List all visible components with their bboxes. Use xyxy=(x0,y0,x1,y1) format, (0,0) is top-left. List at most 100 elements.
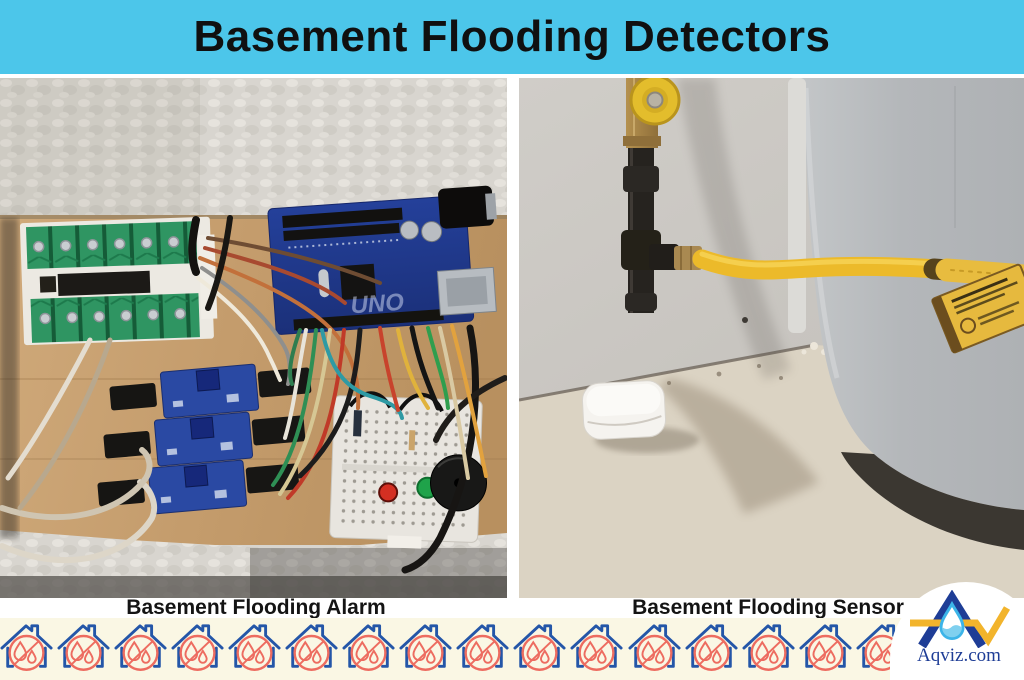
flooding-sensor-scene xyxy=(519,78,1024,598)
house-roof xyxy=(171,624,224,650)
crumbled-concrete xyxy=(801,342,827,355)
no-slash xyxy=(641,640,668,666)
house-flood-icon xyxy=(399,621,453,677)
house-right-wall xyxy=(552,646,561,668)
water-drop xyxy=(26,649,37,664)
sensor-modules xyxy=(97,363,312,515)
house-left-wall xyxy=(63,646,72,668)
house-right-wall xyxy=(666,646,675,668)
red-led xyxy=(378,482,399,503)
no-slash xyxy=(526,640,553,666)
house-flood-icon xyxy=(627,621,682,677)
house-right-wall xyxy=(609,646,618,668)
photo-row: UNO xyxy=(0,74,1024,598)
house-roof xyxy=(513,624,566,650)
house-left-wall xyxy=(348,646,357,668)
house-left-wall xyxy=(177,646,186,668)
svg-text:UNO: UNO xyxy=(350,289,405,320)
gas-pipe xyxy=(621,78,702,313)
house-left-wall xyxy=(633,646,642,668)
no-slash xyxy=(13,640,40,666)
house-flood-icon xyxy=(0,621,54,677)
no-slash xyxy=(812,640,839,666)
no-slash xyxy=(583,640,611,666)
photo-flooding-sensor xyxy=(519,78,1024,598)
sensor-lid-seam xyxy=(587,415,662,426)
logo-water-fill xyxy=(941,625,962,638)
house-right-wall xyxy=(837,646,846,668)
no-slash xyxy=(755,640,782,666)
potentiometer xyxy=(183,464,209,488)
house-left-wall xyxy=(747,646,756,668)
house-flood-icon xyxy=(742,621,796,677)
aqviz-logo xyxy=(910,590,1011,648)
water-drop xyxy=(84,649,94,664)
warning-tag xyxy=(931,263,1024,354)
potentiometer xyxy=(195,368,221,392)
house-flood-icon xyxy=(456,621,510,677)
house-roof xyxy=(399,624,452,650)
white-pipe xyxy=(788,78,806,333)
house-roof xyxy=(742,624,795,650)
house-flood-icon xyxy=(285,621,339,677)
house-left-wall xyxy=(120,646,129,668)
no-slash xyxy=(355,640,382,666)
water-drop xyxy=(654,649,665,664)
no-slash xyxy=(298,640,325,666)
no-slash xyxy=(698,640,725,666)
valve-nut xyxy=(646,91,664,109)
house-roof xyxy=(114,624,167,650)
house-left-wall xyxy=(234,646,243,668)
pipe-wall-shadow xyxy=(677,78,791,380)
sensor-module-2 xyxy=(103,411,306,467)
house-roof xyxy=(342,624,395,650)
floor-shadow xyxy=(659,378,819,514)
house-right-wall xyxy=(210,646,218,668)
water-drop xyxy=(198,649,208,664)
house-right-wall xyxy=(39,646,47,668)
house-flood-icon xyxy=(228,621,282,677)
house-roof xyxy=(285,624,338,650)
house-left-wall xyxy=(690,646,699,668)
gas-valve xyxy=(623,78,681,148)
house-flood-icon xyxy=(685,621,739,677)
house-flood-icon xyxy=(342,621,396,677)
edge-shadow xyxy=(0,218,18,538)
arduino-board: UNO xyxy=(267,185,497,335)
label-band: Basement Flooding Alarm Basement Floodin… xyxy=(0,596,1024,619)
house-flood-icon xyxy=(570,621,624,677)
power-jack xyxy=(438,185,494,229)
heater-base-shadow xyxy=(841,452,1024,550)
water-drop xyxy=(597,649,608,664)
water-drop xyxy=(312,649,322,664)
house-roof xyxy=(799,624,852,650)
house-right-wall xyxy=(324,646,333,668)
page-title: Basement Flooding Detectors xyxy=(193,12,831,61)
house-flood-icon xyxy=(114,621,168,677)
jumper-wires xyxy=(0,215,507,574)
house-roof xyxy=(228,624,281,650)
water-drop xyxy=(255,649,265,664)
no-slash xyxy=(241,640,268,666)
house-roof xyxy=(570,624,624,650)
header-pins xyxy=(282,207,403,228)
house-right-wall xyxy=(267,646,275,668)
water-drop xyxy=(426,649,436,664)
house-right-wall xyxy=(723,646,732,668)
no-slash xyxy=(412,640,439,666)
house-flood-icon xyxy=(513,621,567,677)
house-right-wall xyxy=(153,646,161,668)
house-roof xyxy=(627,624,681,650)
house-flood-icon xyxy=(57,621,111,677)
water-drop xyxy=(483,649,494,664)
pipe-coupling xyxy=(623,166,659,192)
no-slash xyxy=(184,640,211,666)
logo-text: Aqviz.com xyxy=(917,645,1001,666)
water-drop xyxy=(768,649,779,664)
flooding-alarm-scene: UNO xyxy=(0,78,507,598)
water-drop xyxy=(711,649,722,664)
house-right-wall xyxy=(780,646,789,668)
photo-flooding-alarm: UNO xyxy=(0,78,507,598)
logo-a-mark xyxy=(918,590,986,648)
